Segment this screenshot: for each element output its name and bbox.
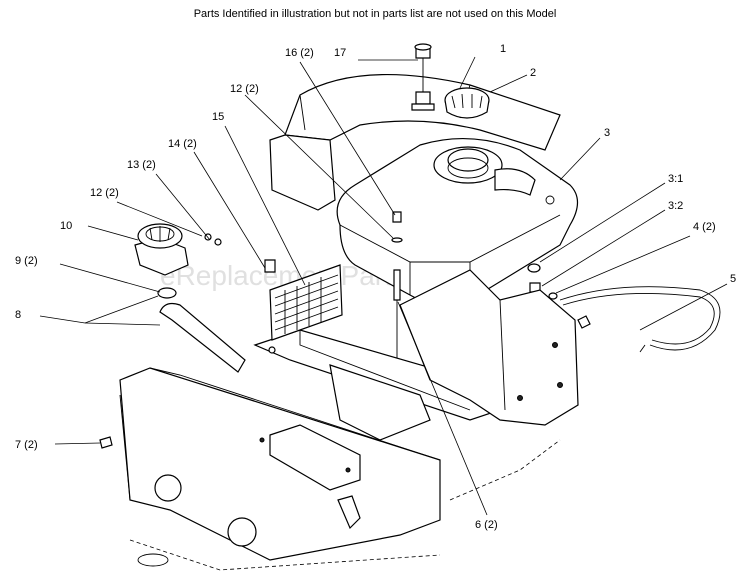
callout-7: 7 (2)	[15, 439, 38, 451]
callout-13: 13 (2)	[127, 159, 156, 171]
callout-2: 2	[530, 67, 536, 79]
callout-12-left: 12 (2)	[90, 187, 119, 199]
callout-9: 9 (2)	[15, 255, 38, 267]
hose-clamp	[157, 287, 177, 299]
callout-17: 17	[334, 47, 346, 59]
callout-12-top: 12 (2)	[230, 83, 259, 95]
callout-3: 3	[604, 127, 610, 139]
fuel-tank	[336, 137, 579, 306]
fuel-cap	[444, 87, 490, 119]
callout-16: 16 (2)	[285, 47, 314, 59]
fuel-line	[559, 286, 721, 353]
callout-4: 4 (2)	[693, 221, 716, 233]
frame-chassis	[119, 269, 579, 571]
callout-8: 8	[15, 309, 21, 321]
callout-14: 14 (2)	[168, 138, 197, 150]
grille-screen	[268, 264, 343, 354]
diagram-header-note: Parts Identified in illustration but not…	[193, 8, 557, 20]
callout-6: 6 (2)	[475, 519, 498, 531]
fuel-line-fittings	[527, 263, 558, 300]
callout-15: 15	[212, 111, 224, 123]
callout-1: 1	[500, 43, 506, 55]
fuel-hose	[159, 302, 246, 373]
fuel-gauge	[411, 43, 435, 111]
callout-3-1: 3:1	[668, 173, 683, 185]
callout-3-2: 3:2	[668, 200, 683, 212]
callout-10: 10	[60, 220, 72, 232]
tank-bolt	[391, 211, 403, 390]
leader-lines	[39, 56, 728, 516]
small-fasteners	[99, 233, 276, 449]
fuel-pump-assembly	[134, 223, 189, 276]
callout-5: 5	[730, 273, 736, 285]
